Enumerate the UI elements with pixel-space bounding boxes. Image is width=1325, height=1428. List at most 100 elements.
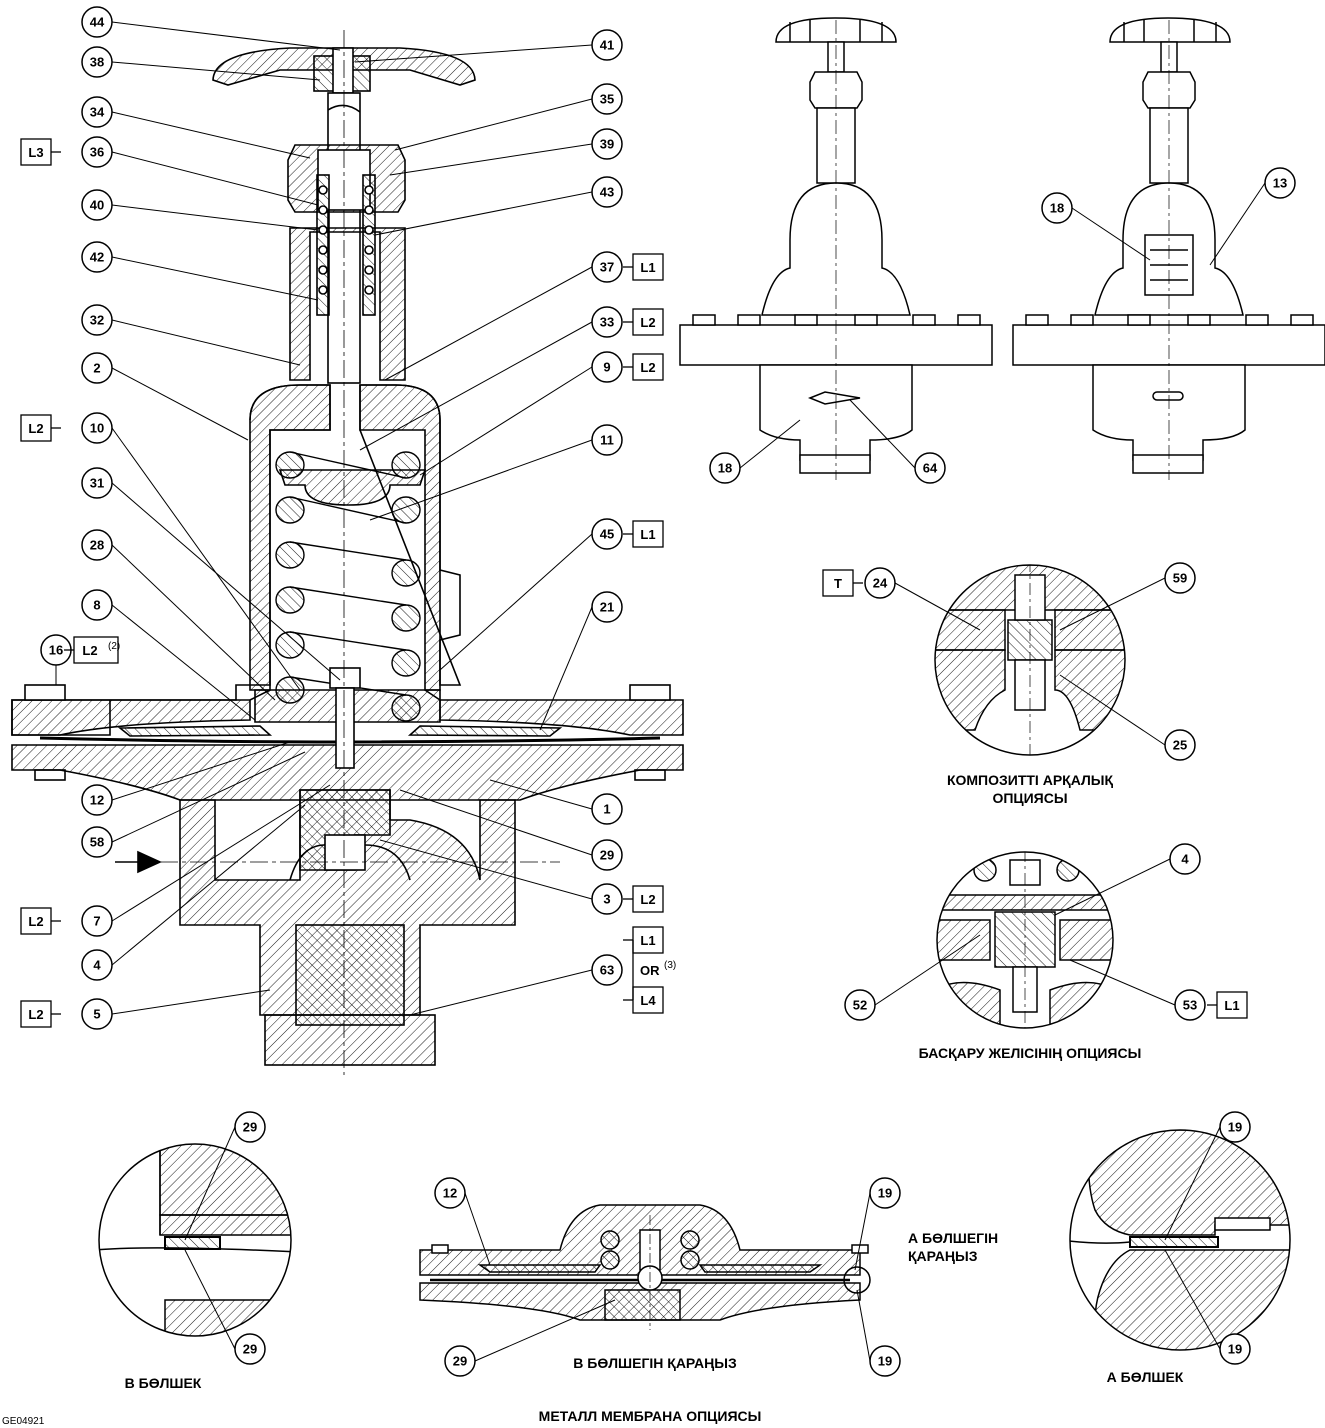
callout-c32: 32 (81, 304, 113, 336)
callout-c39: 39 (591, 128, 623, 160)
caption-see-part-a-line2: ҚАРАҢЫЗ (908, 1248, 978, 1264)
callout-number: 18 (718, 461, 732, 476)
callout-c37: 37 (591, 251, 623, 283)
callout-number: 29 (600, 848, 614, 863)
callout-c13: 13 (1264, 167, 1296, 199)
callout-c63: 63 (591, 954, 623, 986)
callout-c25: 25 (1164, 729, 1196, 761)
tag-l2_9: L2 (623, 353, 664, 381)
callout-number: 1 (603, 802, 610, 817)
callout-c31: 31 (81, 467, 113, 499)
callout-c29c: 29 (444, 1345, 476, 1377)
callout-number: 19 (878, 1354, 892, 1369)
main-section-view (11, 30, 684, 1075)
callout-c12b: 12 (434, 1177, 466, 1209)
callout-number: 16 (49, 643, 63, 658)
tag-l2_7: L2 (20, 907, 61, 935)
tag-l1_37: L1 (623, 253, 664, 281)
tag-text: L2 (640, 892, 655, 907)
tag-or-superscript: (3) (664, 960, 676, 971)
callout-number: 34 (90, 105, 105, 120)
callout-c8: 8 (81, 589, 113, 621)
tag-or-text: OR (640, 963, 660, 978)
callout-c19a: 19 (869, 1177, 901, 1209)
caption-metal-diaphragm: МЕТАЛЛ МЕМБРАНА ОПЦИЯСЫ (539, 1408, 762, 1424)
tag-text: T (834, 576, 842, 591)
callout-number: 13 (1273, 176, 1287, 191)
callout-number: 12 (90, 793, 104, 808)
callout-number: 33 (600, 315, 614, 330)
callout-c43: 43 (591, 176, 623, 208)
tag-text: L2 (28, 421, 43, 436)
callout-c19c: 19 (1219, 1111, 1251, 1143)
callout-number: 38 (90, 55, 104, 70)
callout-c59: 59 (1164, 562, 1196, 594)
callout-c36: 36 (81, 136, 113, 168)
tag-text: L4 (640, 993, 656, 1008)
callout-number: 52 (853, 998, 867, 1013)
callout-c10: 10 (81, 412, 113, 444)
tag-l4_63: L4 (623, 986, 664, 1014)
detail-control-line (936, 851, 1114, 1029)
callout-number: 4 (93, 958, 101, 973)
tag-text: L2 (640, 315, 655, 330)
callout-c38: 38 (81, 46, 113, 78)
callout-c21: 21 (591, 591, 623, 623)
callout-number: 2 (93, 361, 100, 376)
callout-number: 8 (93, 598, 100, 613)
tag-superscript: (2) (108, 641, 120, 652)
tag-l2_3: L2 (623, 885, 664, 913)
external-views (679, 17, 1325, 480)
tag-l3_36: L3 (20, 138, 61, 166)
callout-number: 36 (90, 145, 104, 160)
callout-number: 44 (90, 15, 105, 30)
callout-number: 32 (90, 313, 104, 328)
callout-c4b: 4 (1169, 843, 1201, 875)
callout-c41: 41 (591, 29, 623, 61)
callout-number: 9 (603, 360, 610, 375)
callout-number: 45 (600, 527, 614, 542)
tag-text: L2 (28, 914, 43, 929)
tag-text: L2 (640, 360, 655, 375)
leader-lines (55, 21, 1266, 1362)
tag-l2_33: L2 (623, 308, 664, 336)
callout-c24: 24 (864, 567, 896, 599)
callout-c7: 7 (81, 905, 113, 937)
tag-l2_16: L2(2) (64, 636, 120, 664)
callout-c12: 12 (81, 784, 113, 816)
callout-number: 40 (90, 198, 104, 213)
tag-text: L2 (28, 1007, 43, 1022)
callout-c40: 40 (81, 189, 113, 221)
callout-c1: 1 (591, 793, 623, 825)
callout-c45: 45 (591, 518, 623, 550)
callout-number: 28 (90, 538, 104, 553)
callout-c9: 9 (591, 351, 623, 383)
callout-number: 64 (923, 461, 938, 476)
callout-number: 10 (90, 421, 104, 436)
callout-c35: 35 (591, 83, 623, 115)
tag-text: L1 (1224, 998, 1239, 1013)
callout-number: 53 (1183, 998, 1197, 1013)
drawing-code: GE04921 (2, 1416, 45, 1427)
callout-c18b: 18 (709, 452, 741, 484)
callout-number: 58 (90, 835, 104, 850)
tag-l2_5: L2 (20, 1000, 61, 1028)
callout-c11: 11 (591, 424, 623, 456)
tag-text: L3 (28, 145, 43, 160)
callout-c58: 58 (81, 826, 113, 858)
callout-c29: 29 (591, 839, 623, 871)
callout-c44: 44 (81, 6, 113, 38)
callout-number: 24 (873, 576, 888, 591)
callout-number: 12 (443, 1186, 457, 1201)
tag-l1_53: L1 (1207, 991, 1248, 1019)
caption-see-part-a-line1: А БӨЛШЕГІН (908, 1230, 998, 1246)
tag-t_24: T (822, 569, 863, 597)
caption-part-a: А БӨЛШЕК (1107, 1369, 1184, 1385)
callout-c18a: 18 (1041, 192, 1073, 224)
detail-part-a (1069, 1129, 1291, 1351)
callout-c64: 64 (914, 452, 946, 484)
callout-number: 37 (600, 260, 614, 275)
callout-number: 19 (1228, 1120, 1242, 1135)
